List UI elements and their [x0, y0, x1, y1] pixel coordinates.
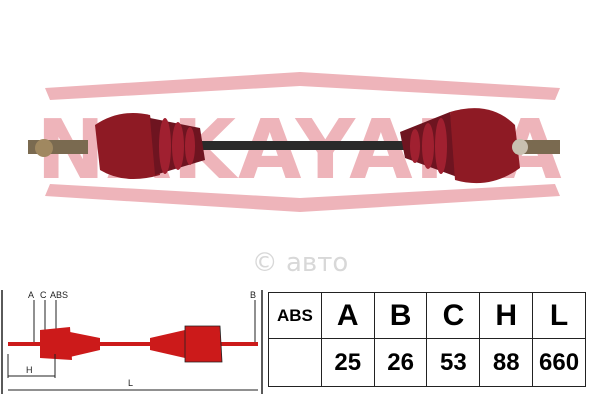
label-a: A	[28, 290, 34, 300]
header-a: A	[320, 292, 375, 339]
header-b: B	[373, 292, 428, 339]
label-b: B	[250, 290, 256, 300]
value-h: 88	[479, 338, 534, 387]
left-nut	[35, 139, 53, 157]
diagram-left-joint	[40, 327, 72, 360]
value-l: 660	[532, 338, 586, 387]
abs-ring	[512, 139, 528, 155]
diagram-right-boot	[150, 330, 185, 358]
logo-arc-bottom	[45, 184, 560, 212]
header-c: C	[426, 292, 481, 339]
value-b: 26	[373, 338, 428, 387]
spec-table: ABS A B C H L 25 26 53 88 660	[268, 292, 586, 387]
logo-arc-top	[45, 72, 560, 100]
watermark: © авто	[251, 248, 349, 278]
header-h: H	[479, 292, 534, 339]
header-abs: ABS	[268, 292, 322, 339]
value-a: 25	[320, 338, 375, 387]
label-l: L	[128, 378, 133, 388]
spec-header-row: ABS A B C H L	[268, 292, 586, 339]
diagram-left-boot	[70, 332, 100, 357]
right-cv-housing	[450, 108, 520, 184]
shaft-bar	[200, 141, 430, 150]
label-h: H	[26, 365, 33, 375]
dimension-diagram: A C ABS B H L	[0, 282, 268, 400]
value-abs	[268, 338, 322, 387]
diagram-right-joint	[184, 325, 223, 363]
product-image: NAKAYAMA	[28, 72, 562, 212]
label-c: C	[40, 290, 47, 300]
drive-shaft-photo: NAKAYAMA	[28, 72, 562, 212]
header-l: L	[532, 292, 586, 339]
diagram-shaft	[8, 342, 258, 346]
label-abs: ABS	[50, 290, 68, 300]
left-cv-housing	[95, 112, 160, 179]
value-c: 53	[426, 338, 481, 387]
spec-value-row: 25 26 53 88 660	[268, 338, 586, 387]
